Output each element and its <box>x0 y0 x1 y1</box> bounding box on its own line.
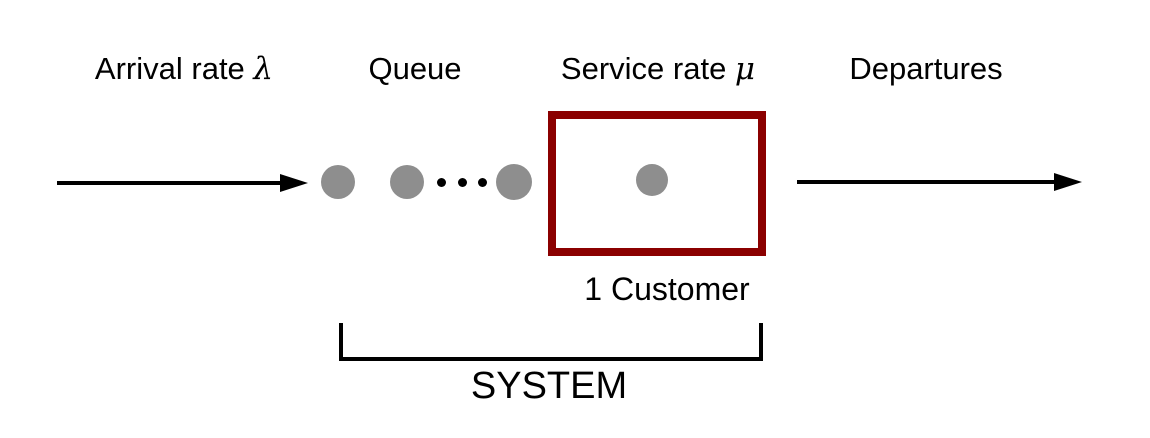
service-rate-text: Service rate <box>560 51 735 86</box>
server-customer-circle <box>636 164 668 196</box>
mu-symbol: μ <box>734 51 756 87</box>
queue-customer-circle <box>496 164 532 200</box>
queue-ellipsis-dot <box>437 178 446 187</box>
queue-customer-circle <box>390 165 424 199</box>
system-label: SYSTEM <box>470 365 628 407</box>
queue-customer-circle <box>321 165 355 199</box>
departures-label: Departures <box>849 51 1003 86</box>
service-rate-label: Service rate μ <box>560 51 756 87</box>
queue-ellipsis-dot <box>458 178 467 187</box>
departure-arrowhead-icon <box>1054 173 1082 191</box>
queue-ellipsis-dot <box>478 178 487 187</box>
queue-label: Queue <box>368 51 462 86</box>
departure-arrow-line <box>797 180 1055 184</box>
system-bracket <box>339 323 763 361</box>
lambda-symbol: λ <box>253 51 274 87</box>
server-caption: 1 Customer <box>584 271 750 307</box>
arrival-rate-text: Arrival rate <box>94 51 254 86</box>
arrival-arrowhead-icon <box>280 174 308 192</box>
arrival-arrow-line <box>57 181 285 185</box>
arrival-rate-label: Arrival rate λ <box>94 51 274 87</box>
